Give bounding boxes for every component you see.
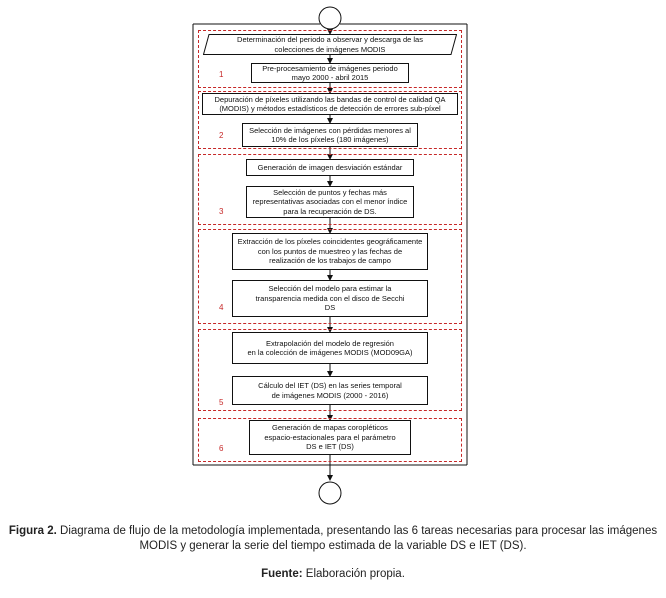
- section-number-6: 6: [219, 444, 224, 453]
- figure-source: Fuente: Elaboración propia.: [0, 567, 666, 582]
- step-select-model-box: Selección del modelo para estimar la tra…: [232, 280, 428, 317]
- step-std-image-box: Generación de imagen desviación estándar: [246, 159, 414, 176]
- section-6: [198, 418, 462, 462]
- figure-caption: Figura 2. Diagrama de flujo de la metodo…: [0, 524, 666, 554]
- figure-caption-label: Figura 2.: [8, 525, 57, 537]
- step-select-images-box: Selección de imágenes con pérdidas menor…: [242, 123, 418, 147]
- start-node: [318, 6, 342, 30]
- section-number-4: 4: [219, 303, 224, 312]
- step-download-label: Determinación del periodo a observar y d…: [237, 35, 423, 54]
- section-3: [198, 154, 462, 225]
- section-4: [198, 229, 462, 324]
- step-extrapolate-box: Extrapolación del modelo de regresión en…: [232, 332, 428, 364]
- step-select-points-box: Selección de puntos y fechas más represe…: [246, 186, 414, 218]
- step-extract-pixels-box: Extracción de los píxeles coincidentes g…: [232, 233, 428, 270]
- section-5: [198, 329, 462, 411]
- section-number-5: 5: [219, 398, 224, 407]
- section-number-3: 3: [219, 207, 224, 216]
- step-maps-box: Generación de mapas coropléticos espacio…: [249, 420, 411, 455]
- step-preprocess-box: Pre-procesamiento de imágenes periodo ma…: [251, 63, 409, 83]
- section-number-1: 1: [219, 70, 224, 79]
- end-node: [318, 481, 342, 505]
- step-download-data-parallelogram: Determinación del periodo a observar y d…: [203, 34, 457, 55]
- parallelogram-shape: [203, 34, 457, 55]
- section-1: [198, 30, 462, 88]
- figure-caption-text: Diagrama de flujo de la metodología impl…: [56, 525, 658, 552]
- figure-source-text: Elaboración propia.: [302, 568, 405, 580]
- figure-source-label: Fuente:: [261, 568, 303, 580]
- section-2: [198, 91, 462, 149]
- section-number-2: 2: [219, 131, 224, 140]
- step-calc-iet-box: Cálculo del IET (DS) en las series tempo…: [232, 376, 428, 405]
- step-debug-pixels-box: Depuración de píxeles utilizando las ban…: [202, 93, 458, 115]
